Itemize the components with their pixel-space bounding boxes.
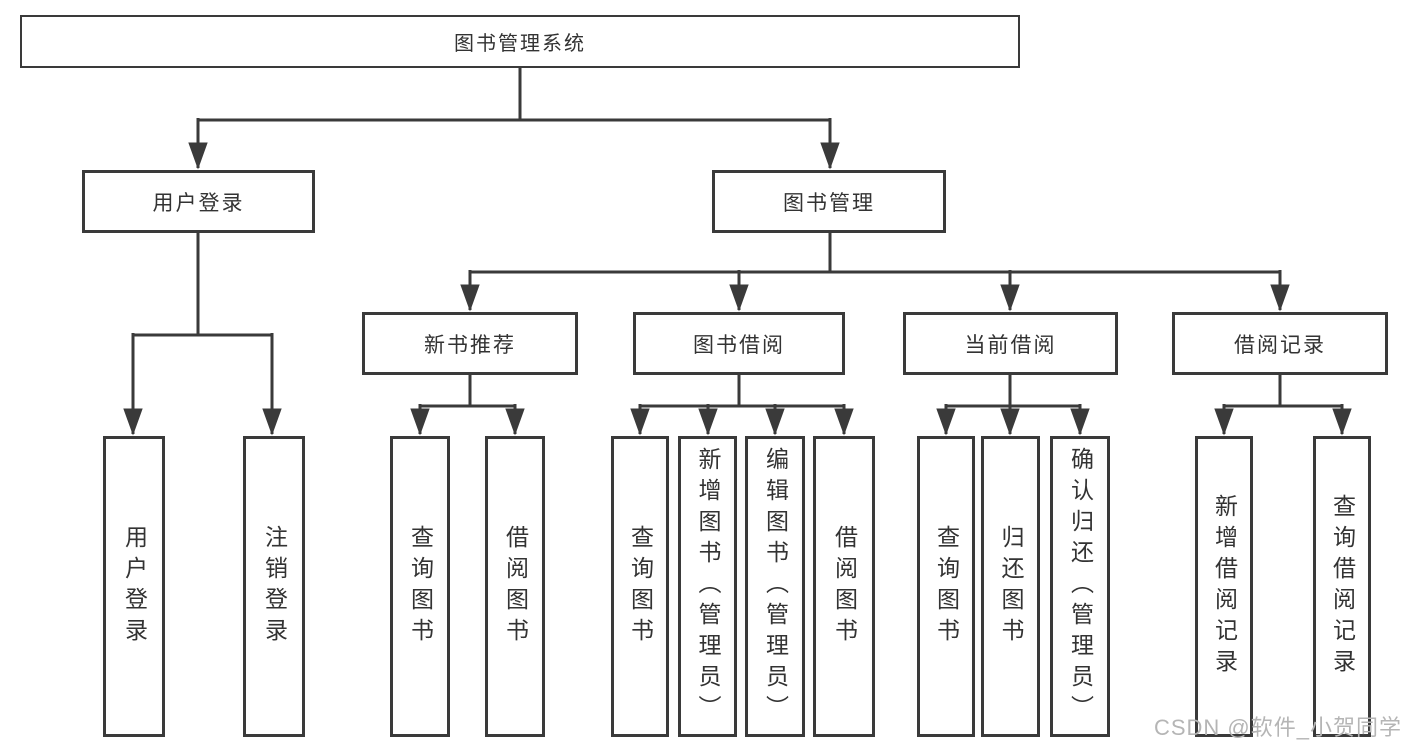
node-user-login: 用户登录: [82, 170, 315, 233]
node-leaf-add-borrow-record: 新增借阅记录: [1195, 436, 1253, 737]
node-new-book-recommend: 新书推荐: [362, 312, 578, 375]
node-book-borrow: 图书借阅: [633, 312, 845, 375]
node-library-management-system: 图书管理系统: [20, 15, 1020, 68]
node-leaf-borrow-books: 借阅图书: [813, 436, 875, 737]
node-leaf-logout: 注销登录: [243, 436, 305, 737]
node-borrow-records: 借阅记录: [1172, 312, 1388, 375]
node-current-borrow: 当前借阅: [903, 312, 1118, 375]
node-leaf-query-borrow-record: 查询借阅记录: [1313, 436, 1371, 737]
node-leaf-return-books: 归还图书: [981, 436, 1040, 737]
node-leaf-user-login: 用户登录: [103, 436, 165, 737]
node-leaf-query-books-borrow: 查询图书: [611, 436, 669, 737]
node-leaf-confirm-return-admin: 确认归还（管理员）: [1050, 436, 1110, 737]
node-book-management: 图书管理: [712, 170, 946, 233]
node-leaf-edit-books-admin: 编辑图书（管理员）: [745, 436, 805, 737]
node-leaf-borrow-books-recommend: 借阅图书: [485, 436, 545, 737]
node-leaf-query-books-current: 查询图书: [917, 436, 975, 737]
node-leaf-query-books-recommend: 查询图书: [390, 436, 450, 737]
watermark: CSDN @软件_小贺同学: [1153, 715, 1402, 740]
node-leaf-add-books-admin: 新增图书（管理员）: [678, 436, 737, 737]
